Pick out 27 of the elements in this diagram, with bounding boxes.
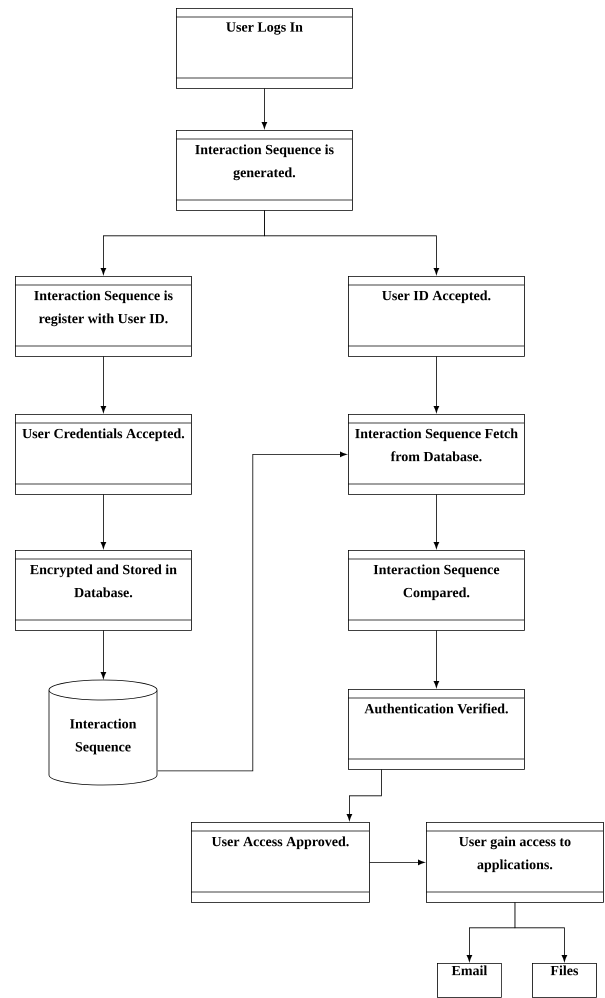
output-box: Email bbox=[437, 963, 502, 998]
process-box: Interaction Sequence Fetch from Database. bbox=[348, 414, 525, 495]
arrow bbox=[100, 630, 106, 679]
process-box: Authentication Verified. bbox=[348, 689, 525, 770]
arrow bbox=[157, 452, 347, 772]
node-label: Interaction Sequence bbox=[70, 718, 136, 754]
process-box: User Logs In bbox=[176, 8, 353, 89]
arrow bbox=[264, 210, 440, 275]
arrow bbox=[369, 860, 425, 866]
arrow bbox=[434, 494, 440, 549]
process-box: Encrypted and Stored in Database. bbox=[14, 550, 192, 631]
output-box: Files bbox=[532, 963, 597, 998]
database-cylinder: Interaction Sequence bbox=[48, 680, 158, 786]
process-box: User Credentials Accepted. bbox=[14, 414, 192, 495]
arrow bbox=[262, 88, 268, 129]
process-box: Interaction Sequence Compared. bbox=[348, 550, 525, 631]
arrow bbox=[514, 902, 568, 962]
arrow bbox=[346, 769, 382, 821]
process-box: Interaction Sequence is generated. bbox=[176, 130, 353, 211]
process-box: User Access Approved. bbox=[190, 822, 370, 903]
process-box: User ID Accepted. bbox=[348, 276, 525, 357]
arrow bbox=[434, 356, 440, 413]
arrow bbox=[100, 356, 106, 413]
arrow bbox=[100, 494, 106, 549]
process-box: User gain access to applications. bbox=[426, 822, 604, 903]
arrow bbox=[434, 630, 440, 688]
process-box: Interaction Sequence is register with User ID. bbox=[14, 276, 192, 357]
